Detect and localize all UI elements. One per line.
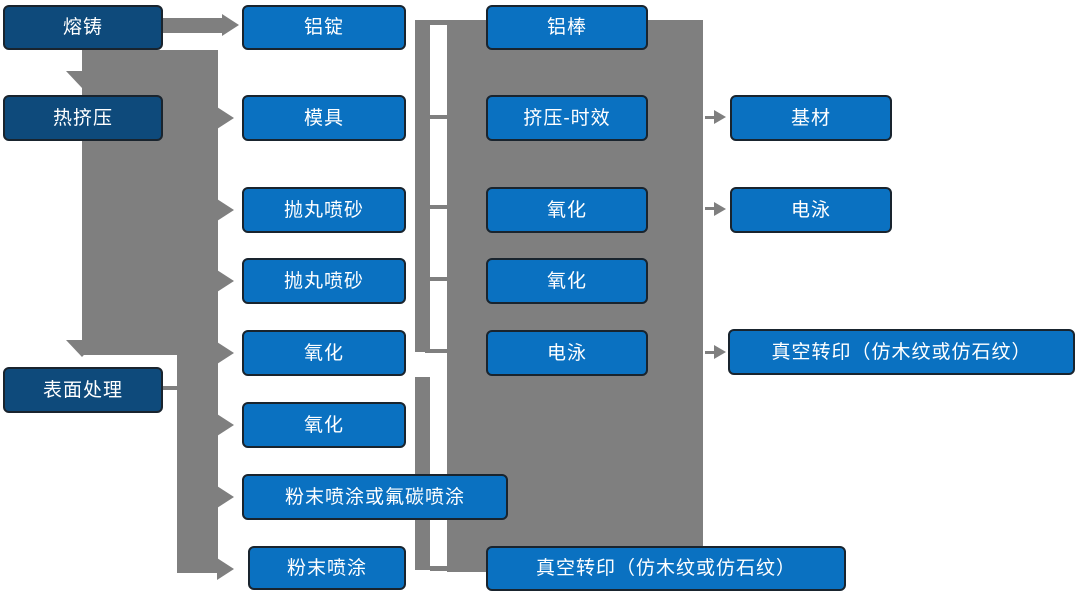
connector-tick-oxidation-b2 xyxy=(430,277,447,281)
arrow-to-oxidation-a2-icon xyxy=(217,414,234,436)
flow-node-electrophoresis-c: 电泳 xyxy=(730,187,892,233)
flow-node-oxidation-a2: 氧化 xyxy=(242,402,406,448)
arrow-down-to-hot-extrusion-icon xyxy=(66,71,98,88)
flow-node-mold: 模具 xyxy=(242,95,406,141)
connector-mid-bar-upper xyxy=(415,20,430,352)
flow-node-powder-coating: 粉末喷涂 xyxy=(248,546,406,590)
flow-node-shot-blasting-2: 抛丸喷砂 xyxy=(242,258,406,304)
connector-trunk-narrow xyxy=(177,355,218,573)
flow-node-oxidation-a1: 氧化 xyxy=(242,330,406,376)
arrow-down-to-surface-treatment-icon xyxy=(66,340,98,357)
flow-node-hot-extrusion: 热挤压 xyxy=(3,95,163,141)
connector-tick-aluminum-rod xyxy=(415,20,447,25)
flow-node-shot-blasting-1: 抛丸喷砂 xyxy=(242,187,406,233)
flow-node-oxidation-b1: 氧化 xyxy=(486,187,648,233)
flow-node-vacuum-transfer-c: 真空转印（仿木纹或仿石纹） xyxy=(728,329,1075,375)
arrow-to-shot-blasting-2-icon xyxy=(217,270,234,292)
connector-line-vacuum-transfer-c xyxy=(705,351,714,354)
flow-node-electrophoresis-b: 电泳 xyxy=(486,330,648,376)
flow-node-aluminum-rod: 铝棒 xyxy=(486,5,648,50)
arrow-to-powder-coating-icon xyxy=(217,558,234,580)
arrow-to-base-material-icon xyxy=(714,110,726,124)
connector-stub-surface-treatment xyxy=(163,386,177,390)
flow-node-extrusion-aging: 挤压-时效 xyxy=(486,95,648,141)
connector-mid-bar-lower xyxy=(415,377,430,570)
flow-node-base-material: 基材 xyxy=(730,95,892,141)
connector-tick-oxidation-b1 xyxy=(430,205,447,209)
connector-tick-vacuum-transfer-b xyxy=(430,566,447,571)
arrow-to-vacuum-transfer-c-icon xyxy=(714,345,726,359)
arrow-to-oxidation-a1-icon xyxy=(217,342,234,364)
arrow-to-powder-or-fluorocarbon-coating-icon xyxy=(217,486,234,508)
arrow-to-mold-icon xyxy=(217,107,234,129)
arrow-to-aluminum-ingot-icon xyxy=(222,14,239,36)
flow-node-aluminum-ingot: 铝锭 xyxy=(242,5,406,50)
flow-node-powder-or-fluorocarbon-coating: 粉末喷涂或氟碳喷涂 xyxy=(242,474,508,520)
connector-line-electrophoresis-c xyxy=(705,207,714,210)
flow-node-vacuum-transfer-b: 真空转印（仿木纹或仿石纹） xyxy=(486,546,846,591)
connector-tick-electrophoresis-b xyxy=(425,349,447,353)
arrow-to-electrophoresis-c-icon xyxy=(714,202,726,216)
arrow-to-shot-blasting-1-icon xyxy=(217,199,234,221)
connector-tick-extrusion-aging xyxy=(430,115,447,119)
connector-line-base-material xyxy=(705,116,714,119)
flow-node-melting-casting: 熔铸 xyxy=(3,5,163,50)
connector-arm-top-to-aluminum-ingot xyxy=(162,18,222,33)
flow-node-surface-treatment: 表面处理 xyxy=(3,367,163,413)
flow-node-oxidation-b2: 氧化 xyxy=(486,258,648,304)
